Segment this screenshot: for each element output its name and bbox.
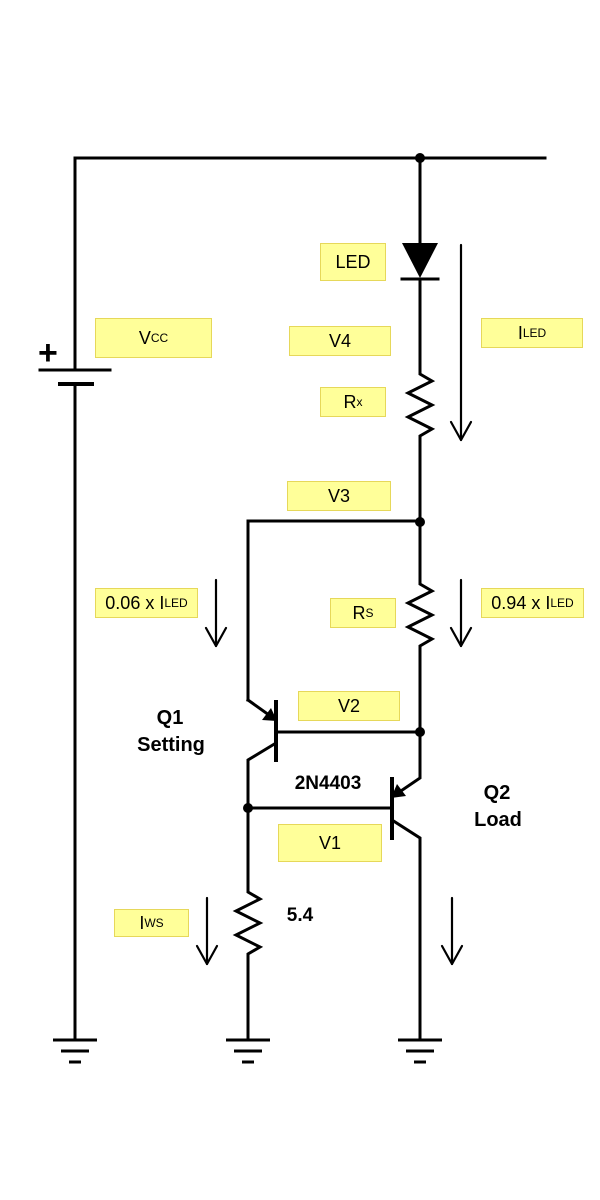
q1-collector-lead [246,740,279,810]
q1-current-arrow [204,578,228,648]
rs-current-label-sub: LED [550,596,574,610]
led-label-text: LED [335,251,371,272]
v2-label: V2 [298,691,400,721]
iled-label-sub: LED [522,326,547,340]
q2-collector-lead [389,817,422,1042]
rs-label-main: R [352,602,366,623]
ground-symbol-left [53,1038,97,1064]
ground-symbol-right [398,1038,442,1064]
vcc-label-sub: CC [150,331,169,345]
iled-current-arrow [449,243,473,442]
q2-current-arrow [440,896,464,966]
q2-name: Q2 [483,782,511,804]
q1-role: Setting [137,734,205,756]
v3-label: V3 [287,481,391,511]
ground-symbol-middle [226,1038,270,1064]
q1-current-label-sub: LED [164,596,188,610]
led-diode-triangle [402,243,438,278]
q1-emitter-arrow [262,708,277,721]
v1-label-text: V1 [318,832,342,853]
v1-label: V1 [278,824,382,862]
rs-label-sub: S [365,606,374,620]
rs-current-label-main: 0.94 x I [491,592,551,613]
v3-label-text: V3 [327,485,351,506]
rx-label-main: R [343,391,357,412]
q1-current-label-main: 0.06 x I [105,592,165,613]
ws-resistor [232,886,264,960]
iws-label-sub: WS [144,916,164,930]
battery-plus-sign: + [38,334,58,372]
v4-label-text: V4 [328,330,352,351]
q1-name: Q1 [156,707,184,729]
led-label: LED [320,243,386,281]
q2-role: Load [474,809,522,831]
q2-emitter-arrow [391,784,406,798]
vcc-label-main: V [138,327,151,348]
iws-current-arrow [195,896,219,966]
v2-label-text: V2 [337,695,361,716]
iws-label-main: I [139,912,145,933]
rx-resistor [404,368,436,442]
v4-label: V4 [289,326,391,356]
iled-label-main: I [517,322,523,343]
q1-emitter-feed-wire [246,519,422,702]
rs-resistor [404,578,436,652]
rx-label-sub: x [356,395,363,409]
resistor-value: 5.4 [286,905,314,926]
rs-current-arrow [449,578,473,648]
transistor-part-number: 2N4403 [294,773,362,794]
